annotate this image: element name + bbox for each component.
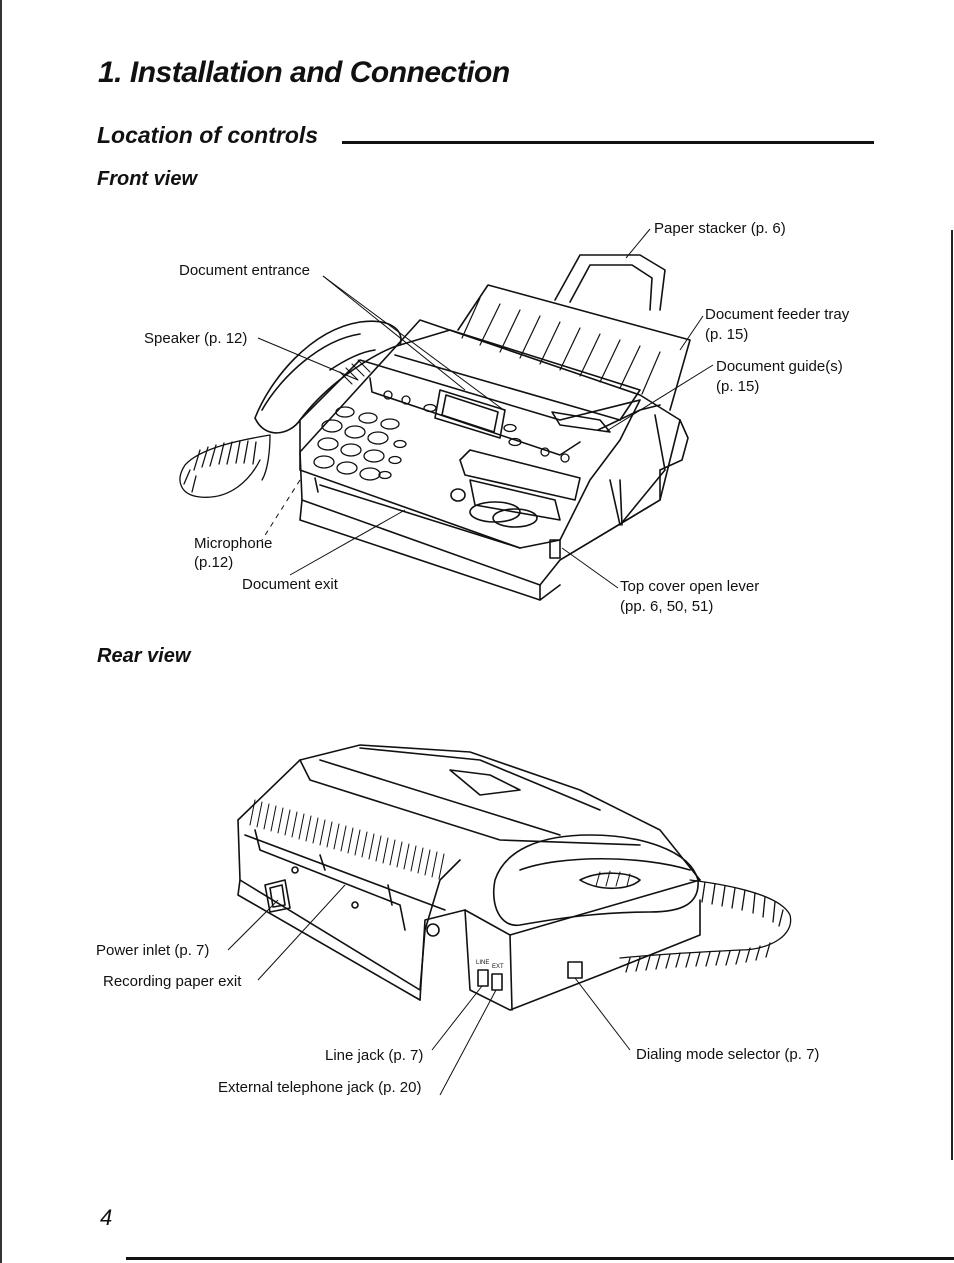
- jack-ext-mark: EXT: [492, 964, 504, 970]
- label-paper-stacker: Paper stacker (p. 6): [654, 220, 786, 237]
- label-document-exit: Document exit: [242, 576, 338, 593]
- label-microphone: Microphone: [194, 535, 273, 552]
- footer-rule: [126, 1257, 954, 1260]
- label-speaker: Speaker (p. 12): [144, 330, 248, 347]
- jack-line-mark: LINE: [476, 960, 489, 966]
- page-right-edge: [951, 230, 953, 1160]
- label-dialing-mode-selector: Dialing mode selector (p. 7): [636, 1046, 820, 1063]
- section-rule: [342, 141, 874, 144]
- label-document-guides-page: (p. 15): [716, 378, 760, 395]
- page-heading: 1. Installation and Connection: [98, 56, 510, 89]
- label-microphone-page: (p.12): [194, 554, 234, 571]
- label-document-feeder-tray: Document feeder tray: [705, 306, 850, 323]
- label-document-entrance: Document entrance: [179, 262, 310, 279]
- rear-view-title: Rear view: [97, 645, 191, 667]
- page-number: 4: [100, 1205, 113, 1230]
- label-top-cover-lever-pages: (pp. 6, 50, 51): [620, 598, 714, 615]
- label-external-telephone-jack: External telephone jack (p. 20): [218, 1079, 422, 1096]
- label-line-jack: Line jack (p. 7): [325, 1047, 424, 1064]
- page-left-edge: [0, 0, 2, 1263]
- label-recording-paper-exit: Recording paper exit: [103, 973, 242, 990]
- section-title: Location of controls: [97, 122, 319, 148]
- label-power-inlet: Power inlet (p. 7): [96, 942, 210, 959]
- label-document-feeder-tray-page: (p. 15): [705, 326, 749, 343]
- label-document-guides: Document guide(s): [716, 358, 843, 375]
- front-view-title: Front view: [97, 168, 198, 190]
- label-top-cover-lever: Top cover open lever: [620, 578, 760, 595]
